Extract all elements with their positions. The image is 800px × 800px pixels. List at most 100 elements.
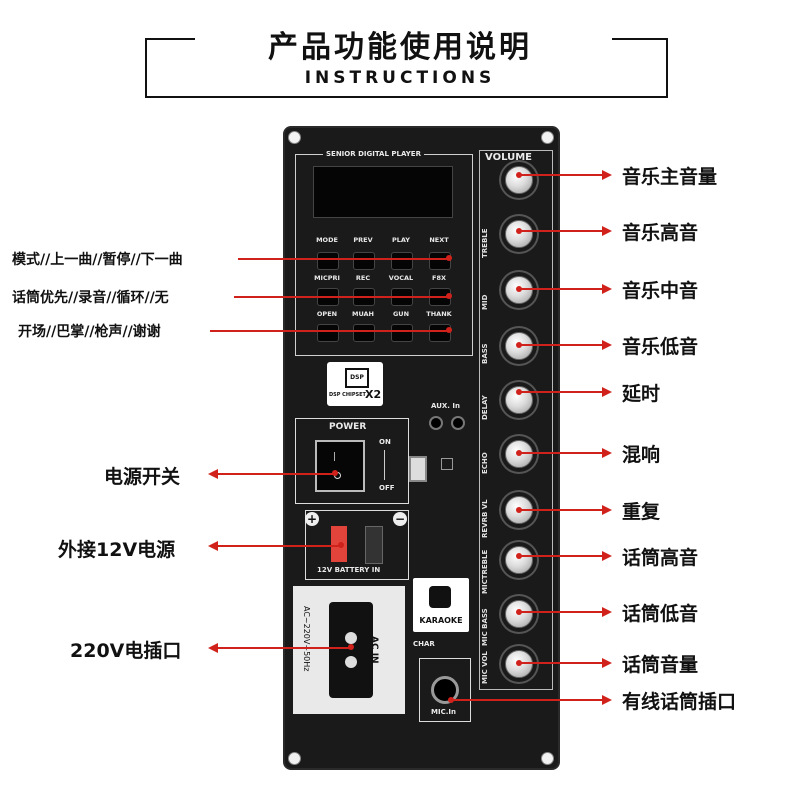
- frame-right: [666, 38, 668, 98]
- arrow-right-icon: [602, 170, 612, 180]
- button-label-prev: PREV: [353, 236, 373, 244]
- leader-line: [519, 555, 602, 557]
- annotation-button-row3: 开场//巴掌//枪声//谢谢: [18, 324, 161, 340]
- power-label: POWER: [329, 422, 367, 432]
- annotation-mic-treble: 话筒高音: [622, 547, 699, 569]
- off-label: OFF: [379, 484, 395, 492]
- frame-bottom: [145, 96, 668, 98]
- annotation-repeat: 重复: [622, 501, 661, 523]
- annotation-treble: 音乐高音: [622, 222, 699, 244]
- microphone-fist-icon: [429, 586, 451, 608]
- arrow-right-icon: [602, 284, 612, 294]
- dsp-chip-icon: DSP DSP CHIPSET X2: [327, 362, 383, 406]
- leader-line: [519, 174, 602, 176]
- minus-icon: −: [393, 512, 407, 526]
- ac-socket[interactable]: [329, 602, 373, 698]
- button-label-gun: GUN: [392, 310, 410, 318]
- leader-dot: [338, 542, 344, 548]
- open-button[interactable]: [317, 324, 339, 342]
- aux-jack[interactable]: [429, 416, 443, 430]
- leader-dot: [332, 470, 338, 476]
- leader-line: [234, 296, 450, 298]
- next-button[interactable]: [429, 252, 451, 270]
- leader-line: [218, 473, 334, 475]
- muah-button[interactable]: [353, 324, 375, 342]
- knob-label-micbass: MIC BASS: [481, 608, 489, 646]
- arrow-right-icon: [602, 448, 612, 458]
- thank-button[interactable]: [429, 324, 451, 342]
- leader-line: [519, 509, 602, 511]
- arrow-right-icon: [602, 505, 612, 515]
- leader-line: [519, 391, 602, 393]
- mic-in-label: MIC.In: [431, 708, 456, 716]
- plus-icon: +: [305, 512, 319, 526]
- gun-button[interactable]: [391, 324, 413, 342]
- screw-icon: [288, 752, 301, 765]
- ac-pin: [345, 632, 357, 644]
- knob-label-bass: BASS: [481, 343, 489, 364]
- aux-label: AUX. In: [431, 402, 460, 410]
- knob-label-echo: ECHO: [481, 452, 489, 474]
- annotation-mid: 音乐中音: [622, 280, 699, 302]
- arrow-left-icon: [208, 541, 218, 551]
- arrow-right-icon: [602, 387, 612, 397]
- annotation-main-volume: 音乐主音量: [622, 166, 718, 188]
- dsp-chipset-text: DSP CHIPSET: [329, 392, 366, 398]
- amplifier-panel: SENIOR DIGITAL PLAYER MODE PREV PLAY NEX…: [283, 126, 560, 770]
- prev-button[interactable]: [353, 252, 375, 270]
- button-label-open: OPEN: [316, 310, 338, 318]
- annotation-echo: 混响: [622, 444, 661, 466]
- char-label: CHAR: [413, 640, 435, 648]
- ac-section: AC IN AC~220V~50Hz: [293, 586, 405, 714]
- arrow-left-icon: [208, 643, 218, 653]
- mode-button[interactable]: [317, 252, 339, 270]
- leader-dot: [348, 644, 354, 650]
- arrow-right-icon: [602, 695, 612, 705]
- aux-jack[interactable]: [451, 416, 465, 430]
- mic-in-jack[interactable]: [431, 676, 459, 704]
- annotation-mic-volume: 话筒音量: [622, 654, 699, 676]
- battery-negative-terminal[interactable]: [365, 526, 383, 564]
- arrow-right-icon: [602, 607, 612, 617]
- volume-knob[interactable]: [505, 166, 533, 194]
- annotation-mic-bass: 话筒低音: [622, 603, 699, 625]
- karaoke-text: KARAOKE: [419, 616, 463, 625]
- screw-icon: [288, 131, 301, 144]
- mic-treble-knob[interactable]: [505, 546, 533, 574]
- mic-bass-knob[interactable]: [505, 600, 533, 628]
- button-label-next: NEXT: [429, 236, 449, 244]
- dsp-x2-text: X2: [365, 388, 382, 401]
- annotation-ac: 220V电插口: [70, 640, 182, 662]
- lcd-display: [313, 166, 453, 218]
- leader-line: [519, 230, 602, 232]
- annotation-button-row1: 模式//上一曲//暂停//下一曲: [12, 252, 183, 268]
- button-label-micpri: MICPRI: [314, 274, 340, 282]
- page-subtitle: INSTRUCTIONS: [304, 68, 496, 88]
- screw-icon: [541, 131, 554, 144]
- button-label-muah: MUAH: [351, 310, 375, 318]
- leader-dot: [446, 255, 452, 261]
- button-label-mode: MODE: [316, 236, 338, 244]
- button-label-f8x: F8X: [432, 274, 446, 282]
- knob-label-revrb: REVRB VL: [481, 499, 489, 538]
- knob-label-micvol: MIC VOL: [481, 651, 489, 684]
- play-button[interactable]: [391, 252, 413, 270]
- treble-knob[interactable]: [505, 220, 533, 248]
- leader-line: [210, 330, 450, 332]
- arrow-right-icon: [602, 551, 612, 561]
- leader-dot: [446, 293, 452, 299]
- annotation-bass: 音乐低音: [622, 336, 699, 358]
- sd-card-icon: [441, 458, 453, 470]
- leader-line: [238, 258, 450, 260]
- annotation-mic-jack: 有线话筒插口: [622, 691, 737, 713]
- knob-label-mid: MID: [481, 294, 489, 310]
- knob-label-treble: TREBLE: [481, 228, 489, 258]
- usb-port[interactable]: [409, 456, 427, 482]
- leader-line: [519, 452, 602, 454]
- power-switch[interactable]: |: [315, 440, 365, 492]
- karaoke-logo: KARAOKE: [413, 578, 469, 632]
- on-off-arrow: [384, 450, 385, 480]
- leader-line: [451, 699, 602, 701]
- leader-line: [519, 662, 602, 664]
- button-label-thank: THANK: [426, 310, 452, 318]
